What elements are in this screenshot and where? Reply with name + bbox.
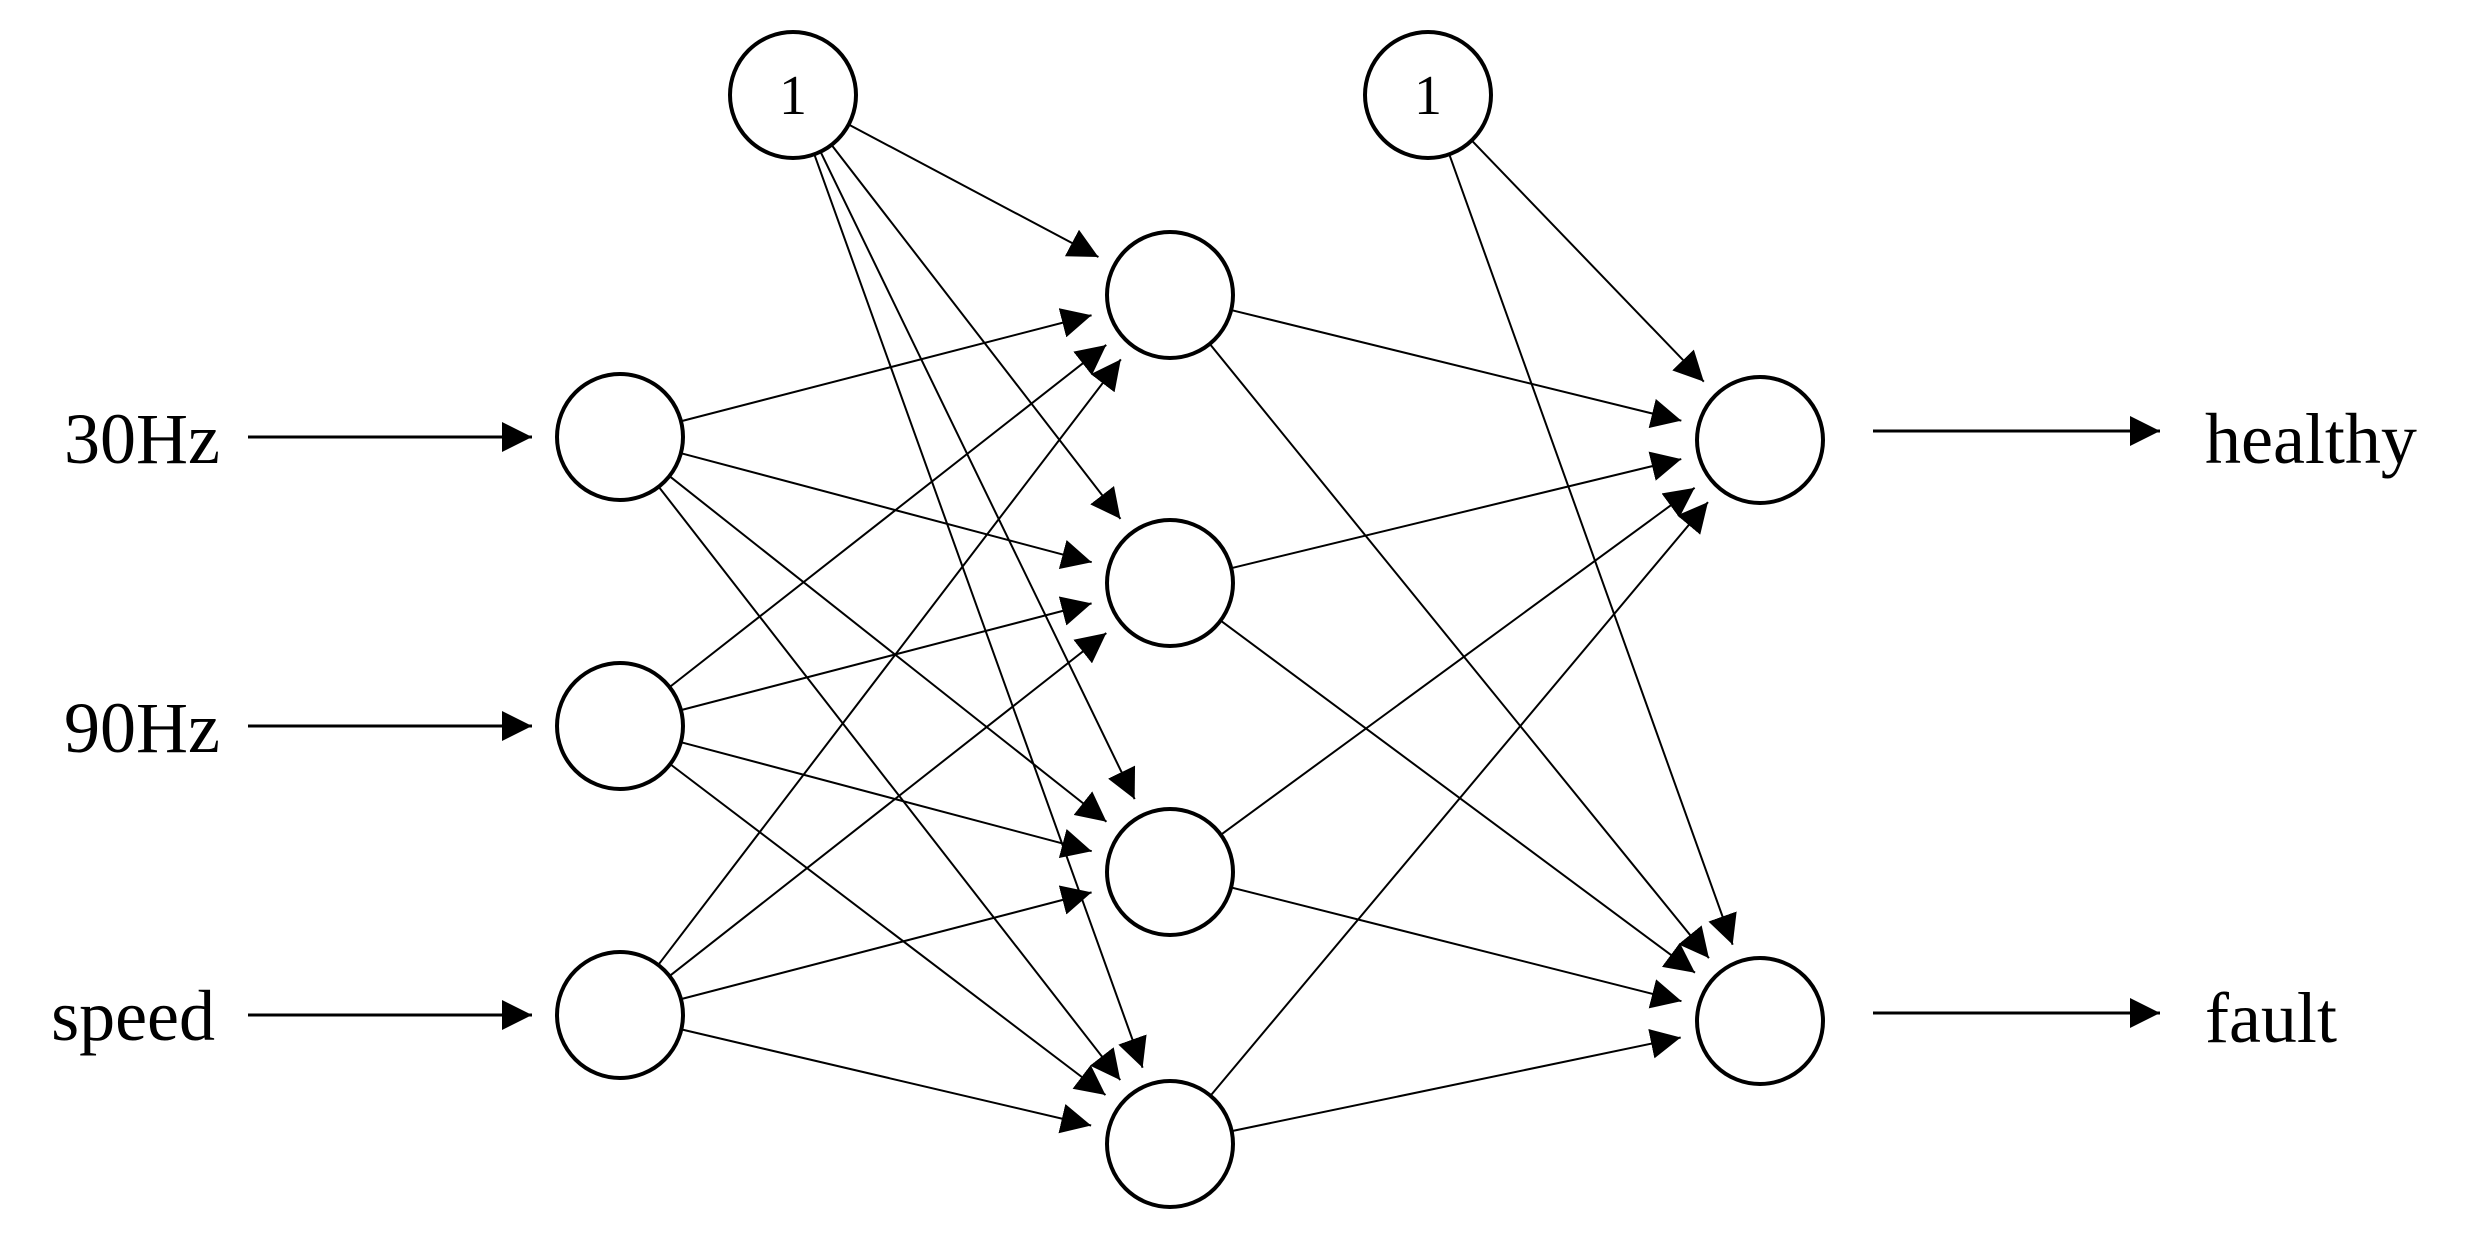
edge-bias-hidden3: [819, 151, 1136, 800]
bias-label-output: 1: [1414, 65, 1442, 127]
input-node-30hz: [555, 372, 685, 502]
edge-hidden3-output1: [1220, 487, 1696, 836]
bias-nodes: 1 1: [728, 30, 1493, 160]
input-label-90hz: 90Hz: [64, 688, 220, 768]
input-layer: [555, 372, 685, 1080]
output-layer: [1695, 375, 1825, 1086]
output-labels: healthy fault: [2205, 399, 2417, 1058]
edge-input2-hidden4: [669, 763, 1107, 1096]
edge-input2-hidden1: [668, 344, 1107, 688]
edge-bias-hidden4: [813, 153, 1147, 1069]
bias-label-hidden: 1: [779, 65, 807, 127]
edge-bias-hidden2: [830, 144, 1122, 520]
edge-input1-hidden4: [657, 486, 1122, 1081]
edge-bias-hidden1: [848, 123, 1099, 258]
hidden-node-3: [1105, 807, 1235, 937]
edge-hidden2-output2: [1219, 619, 1696, 974]
input-node-90hz: [555, 661, 685, 791]
input-label-30hz: 30Hz: [64, 399, 220, 479]
output-label-fault: fault: [2205, 978, 2337, 1058]
edge-input1-hidden2: [680, 452, 1092, 570]
edge-input3-hidden3: [680, 885, 1092, 1001]
edge-hidden2-output1: [1230, 451, 1682, 570]
edge-bias-output1: [1470, 139, 1705, 383]
output-node-healthy: [1695, 375, 1825, 505]
edge-bias-output2: [1448, 153, 1737, 946]
hidden-node-2: [1105, 518, 1235, 648]
connection-edges: [657, 123, 1737, 1134]
edge-input2-hidden2: [680, 596, 1092, 712]
edge-input3-hidden4: [681, 1028, 1092, 1134]
edge-hidden1-output2: [1208, 343, 1710, 959]
edge-input3-hidden1: [657, 358, 1122, 966]
hidden-node-1: [1105, 230, 1235, 360]
edge-hidden3-output2: [1230, 886, 1682, 1009]
input-label-speed: speed: [51, 976, 215, 1056]
edge-hidden4-output1: [1209, 501, 1709, 1097]
output-node-fault: [1695, 956, 1825, 1086]
edge-hidden4-output2: [1231, 1028, 1681, 1133]
io-arrows: [248, 416, 2160, 1030]
edge-input1-hidden3: [668, 475, 1108, 823]
hidden-node-4: [1105, 1079, 1235, 1209]
hidden-layer: [1105, 230, 1235, 1209]
output-label-healthy: healthy: [2205, 399, 2417, 479]
input-labels: 30Hz 90Hz speed: [51, 399, 220, 1056]
edge-input1-hidden1: [680, 308, 1092, 423]
edge-hidden1-output1: [1230, 309, 1682, 429]
bias-node-hidden: [728, 30, 858, 160]
edge-input3-hidden2: [668, 632, 1107, 977]
input-node-speed: [555, 950, 685, 1080]
bias-node-output: [1363, 30, 1493, 160]
edge-input2-hidden3: [680, 741, 1092, 859]
